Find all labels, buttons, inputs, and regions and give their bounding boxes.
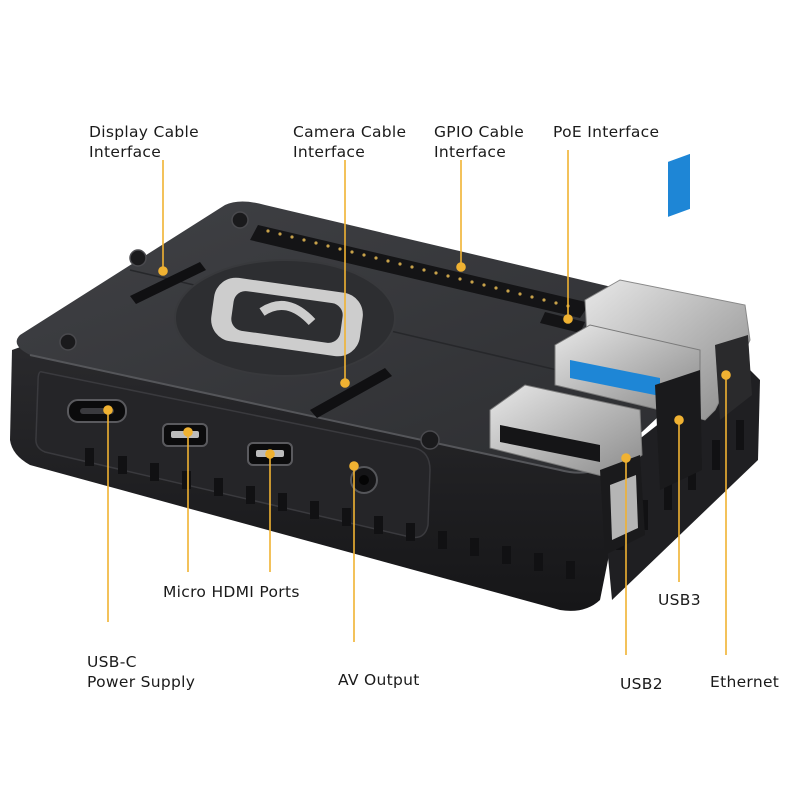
brand-logo bbox=[174, 259, 396, 377]
label-poe-interface: PoE Interface bbox=[553, 123, 660, 141]
label-usb-c-power-supply: USB-C Power Supply bbox=[87, 653, 196, 691]
label-usb3: USB3 bbox=[658, 591, 701, 609]
screws bbox=[59, 211, 440, 450]
gpio-header bbox=[250, 225, 590, 333]
front-ports bbox=[67, 399, 378, 494]
label-gpio-cable-interface: GPIO Cable Interface bbox=[434, 123, 525, 161]
rear-ports bbox=[489, 153, 752, 555]
leader-lines bbox=[103, 150, 731, 655]
label-ethernet: Ethernet bbox=[710, 673, 780, 691]
label-display-cable-interface: Display Cable Interface bbox=[89, 123, 199, 161]
usb2-port-top bbox=[489, 384, 643, 479]
label-usb2: USB2 bbox=[620, 675, 663, 693]
cable-slots bbox=[130, 262, 392, 418]
label-micro-hdmi-ports: Micro HDMI Ports bbox=[163, 583, 300, 601]
label-av-output: AV Output bbox=[338, 671, 420, 689]
label-camera-cable-interface: Camera Cable Interface bbox=[293, 123, 407, 161]
